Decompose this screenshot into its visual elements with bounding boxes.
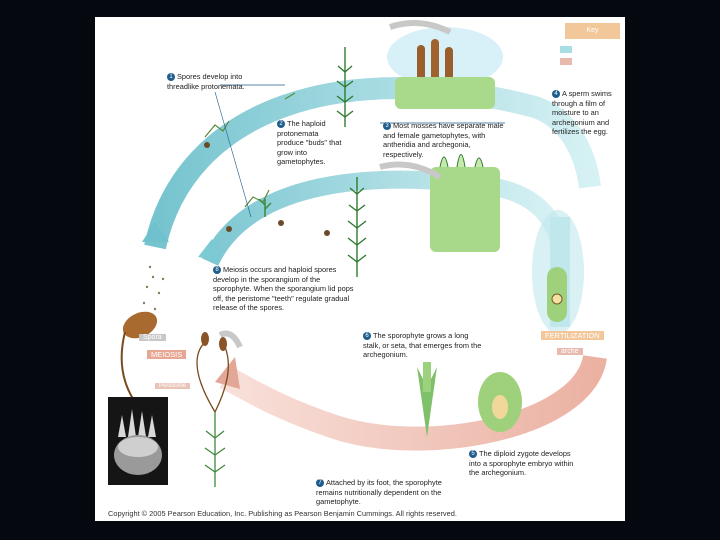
- curved-arrow-top: [389, 20, 452, 35]
- fertilization-label: FERTILIZATION: [541, 331, 604, 340]
- archegonium-label: arche: [557, 348, 583, 355]
- gametophyte-shoot-top: [336, 47, 354, 127]
- step-7-number: 7: [316, 479, 324, 488]
- copyright-notice: Copyright © 2005 Pearson Education, Inc.…: [108, 509, 457, 518]
- step-5-text: The diploid zygote develops into a sporo…: [469, 449, 574, 478]
- peristome-label: Peristome: [155, 383, 191, 389]
- meiosis-label: MEIOSIS: [147, 350, 187, 359]
- diploid-lower-arc: [219, 354, 607, 451]
- peristome-micrograph-image: [108, 397, 168, 485]
- life-cycle-artwork: [120, 20, 607, 487]
- step-7-text: Attached by its foot, the sporophyte rem…: [316, 478, 442, 507]
- step-3-number: 3: [383, 122, 391, 131]
- haploid-inner-arrowhead: [198, 239, 221, 261]
- fertilization-archegonium: [532, 210, 584, 334]
- callout-pointer-1: [214, 91, 252, 218]
- step-2-number: 2: [277, 120, 285, 129]
- step-8-number: 8: [213, 266, 221, 275]
- haploid-arrowhead-left: [142, 222, 169, 242]
- open-sporangium: [120, 311, 158, 403]
- step-4-number: 4: [552, 90, 560, 99]
- seta-stage: [417, 362, 437, 437]
- sporophytes-on-gametophyte: [196, 341, 229, 487]
- archegonia-cluster: [430, 154, 500, 252]
- step-6-number: 6: [363, 332, 371, 341]
- haploid-inner-arc: [201, 170, 569, 267]
- step-1-text: Spores develop into threadlike protonema…: [167, 72, 245, 91]
- gametophyte-shoot-mid: [347, 177, 367, 277]
- step-6-text: The sporophyte grows a long stalk, or se…: [363, 331, 482, 360]
- capsules: [201, 332, 227, 351]
- sporophyte-embryo: [478, 372, 522, 432]
- step-3-text: Most mosses have separate male and femal…: [383, 121, 504, 159]
- antheridia-cluster: [387, 27, 503, 109]
- haploid-outer-arc: [144, 77, 601, 250]
- protonema-drawings: [204, 92, 296, 208]
- step-1-number: 1: [167, 73, 175, 82]
- curved-arrow-mid: [379, 161, 442, 180]
- sporangium-label: Spora: [139, 334, 166, 341]
- key-title: Key: [565, 23, 620, 39]
- step-5-number: 5: [469, 450, 477, 459]
- spore-scatter: [139, 265, 165, 319]
- step-2-text: The haploid protonemata produce "buds" t…: [277, 119, 342, 167]
- step-4-text: A sperm swims through a film of moisture…: [552, 89, 612, 137]
- young-gametophyte: [258, 198, 272, 217]
- curved-arrow-left: [218, 330, 243, 349]
- key-diploid-swatch: [560, 58, 572, 65]
- key-haploid-swatch: [560, 46, 572, 53]
- peristome-micrograph: [108, 397, 168, 485]
- spore-dots: [204, 142, 330, 236]
- step-8-text: Meiosis occurs and haploid spores develo…: [213, 265, 354, 313]
